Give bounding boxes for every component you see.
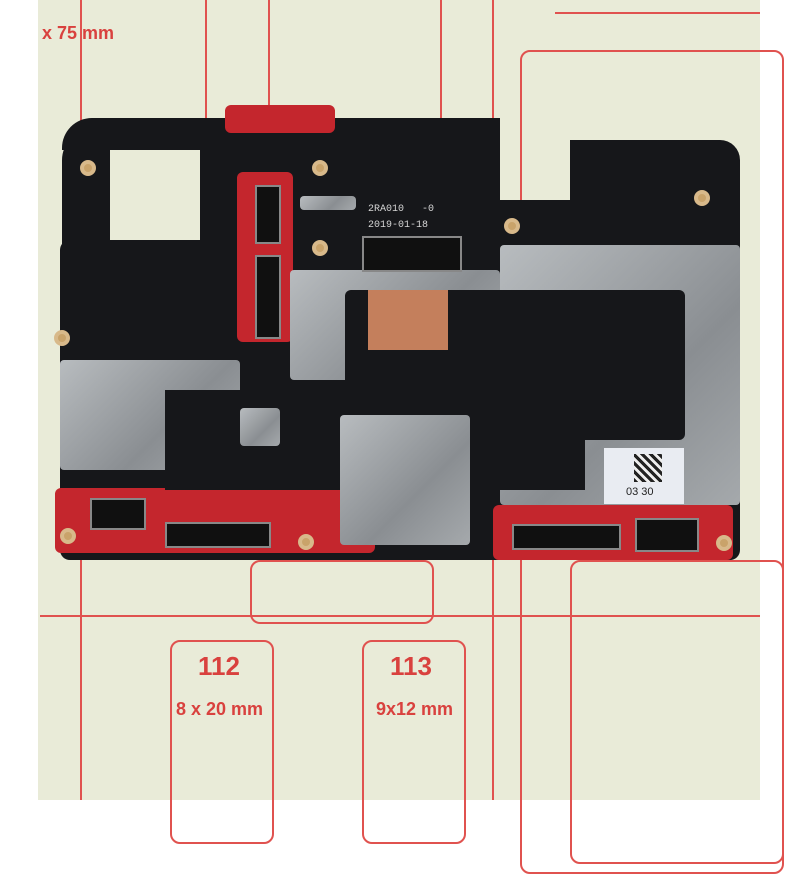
screw-hole	[80, 160, 96, 176]
mat-label-113: 113	[390, 651, 432, 681]
screw-hole	[716, 535, 732, 551]
grid-line	[40, 615, 760, 617]
mat-box	[570, 560, 784, 864]
metal-shield-center	[340, 415, 470, 545]
serial-sticker: 03 30	[604, 448, 684, 504]
board-connector	[362, 236, 462, 272]
board-connector	[635, 518, 699, 552]
mat-label-75mm: x 75 mm	[42, 23, 115, 43]
photo-scene: x 75 mm 112 8 x 20 mm 113 9x12 mm 2RA010…	[38, 0, 784, 874]
datamatrix-code	[634, 454, 662, 482]
red-mask	[225, 105, 335, 133]
silkscreen-part-number: 2RA010 -0	[368, 204, 435, 215]
metal-component	[240, 408, 280, 446]
mat-box	[250, 560, 434, 624]
screw-hole	[60, 528, 76, 544]
screw-hole	[298, 534, 314, 550]
silkscreen-date: 2019-01-18	[368, 220, 429, 231]
mat-label-112-size: 8 x 20 mm	[176, 699, 264, 719]
mat-label-112: 112	[198, 651, 240, 681]
board-connector	[90, 498, 146, 530]
board-connector	[255, 185, 281, 244]
board-connector	[165, 522, 271, 548]
screw-hole	[312, 160, 328, 176]
grid-line	[555, 12, 760, 14]
grid-line	[440, 0, 442, 200]
screw-hole	[54, 330, 70, 346]
grid-line	[268, 0, 270, 140]
sticker-text: 03 30	[626, 486, 654, 498]
board-connector	[255, 255, 281, 339]
mat-label-113-size: 9x12 mm	[376, 699, 454, 719]
screw-hole	[504, 218, 520, 234]
board-connector	[512, 524, 621, 550]
screw-hole	[694, 190, 710, 206]
screw-hole	[312, 240, 328, 256]
metal-component	[300, 196, 356, 210]
copper-pad	[368, 290, 448, 350]
